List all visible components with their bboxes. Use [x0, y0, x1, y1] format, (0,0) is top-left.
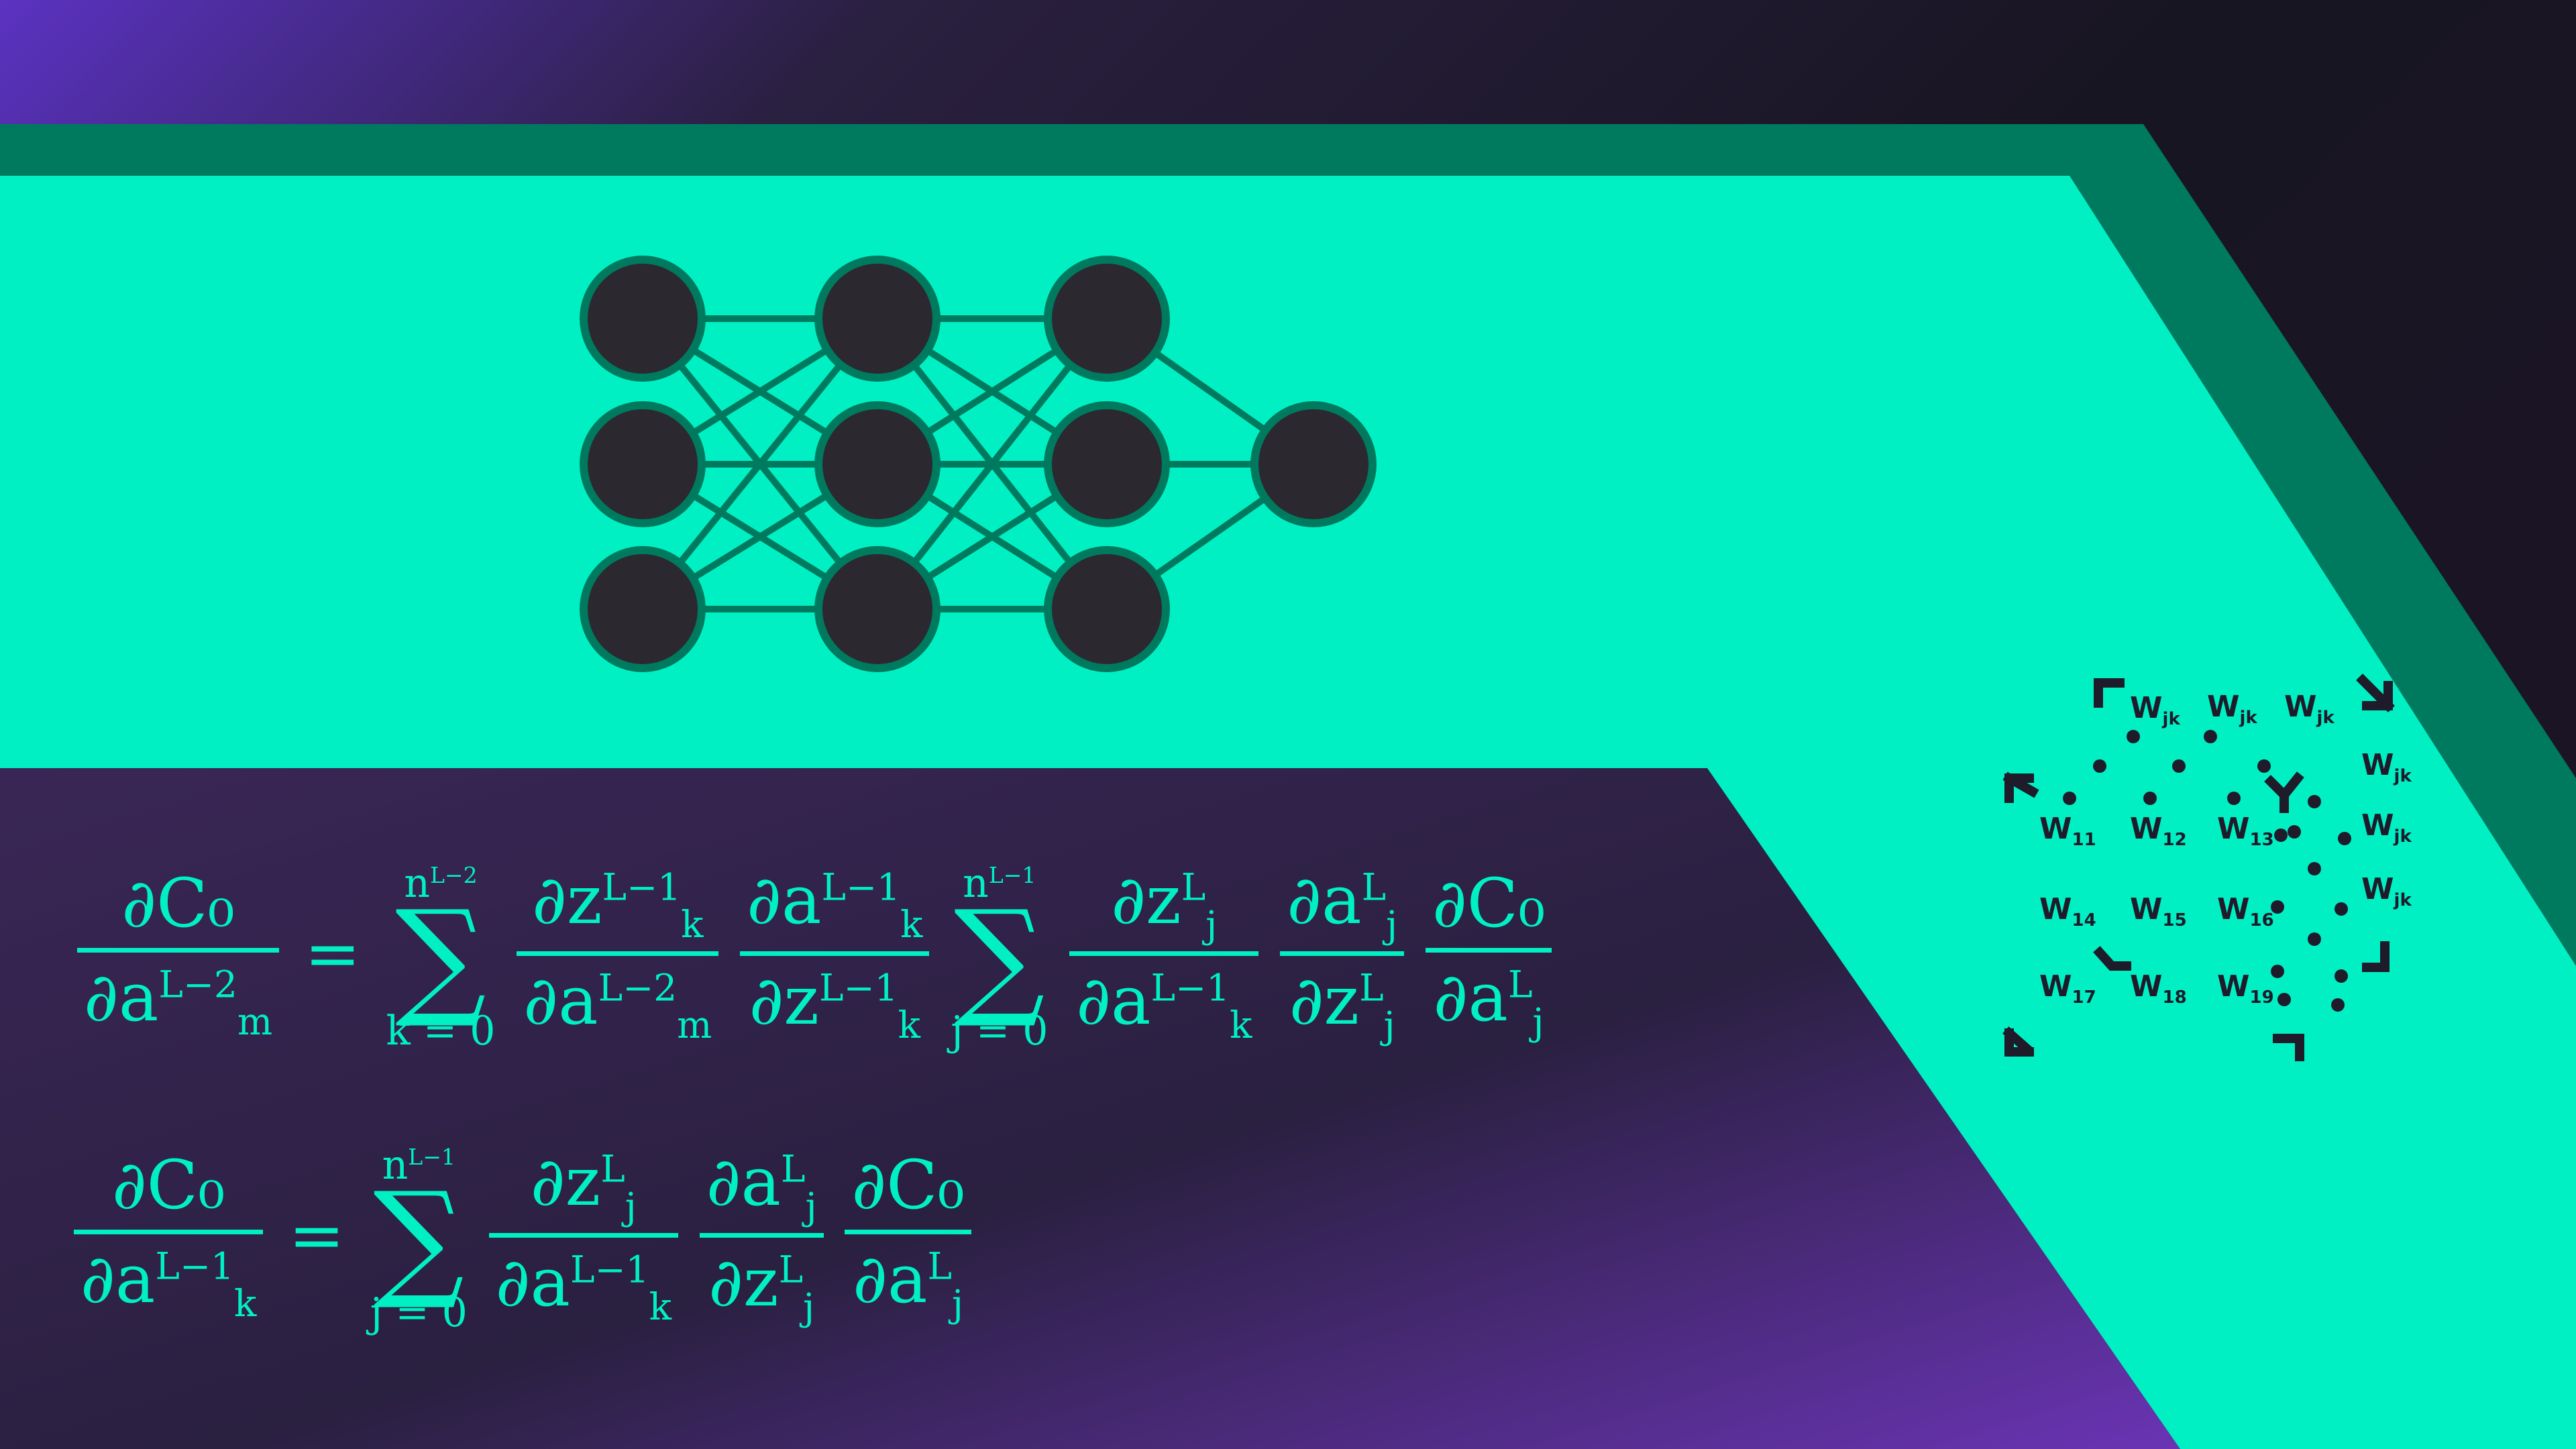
weight-dot	[2227, 792, 2241, 805]
network-node	[1250, 401, 1377, 527]
eq1-summation-k: nL−2 ∑ k = 0	[386, 852, 495, 1055]
weight-dot	[2143, 792, 2157, 805]
weight-label: W15	[2130, 892, 2187, 930]
eq2-term-2: ∂aLj ∂zLj	[699, 1142, 824, 1328]
eq2-term-1: ∂zLj ∂aL−1k	[488, 1142, 678, 1328]
weight-dot	[2271, 900, 2284, 914]
sum-upper-limit: nL−1	[382, 1142, 455, 1189]
sigma-symbol: ∑	[395, 883, 486, 1031]
eq1-term-1: ∂zL−1k ∂aL−2m	[517, 861, 719, 1046]
weight-dot	[2271, 965, 2284, 978]
fraction-bar	[1069, 951, 1259, 956]
weight-label: Wjk	[2361, 808, 2412, 847]
corner-arrows	[2002, 674, 2395, 1061]
weight-label: W11	[2039, 812, 2096, 850]
eq1-term-3: ∂zLj ∂aL−1k	[1069, 861, 1259, 1046]
fraction-bar	[1280, 951, 1405, 956]
fraction-bar	[488, 1232, 678, 1238]
sum-lower-limit: k = 0	[386, 1008, 496, 1055]
eq1-summation-j: nL−1 ∑ j = 0	[951, 852, 1048, 1055]
weight-dot	[2257, 759, 2271, 773]
weight-dot	[2204, 730, 2217, 743]
weight-label: Wjk	[2361, 748, 2412, 786]
eq1-lhs-numerator: ∂C₀	[121, 863, 235, 943]
weight-dot	[2274, 828, 2288, 842]
network-node	[1044, 546, 1170, 672]
weight-label: Wjk	[2130, 691, 2180, 729]
fraction-bar	[77, 947, 280, 953]
sigma-symbol: ∑	[373, 1165, 465, 1313]
chain-rule-equation-2: ∂C₀ ∂aL−1k = nL−1 ∑ j = 0 ∂zLj ∂aL−1k ∂a…	[74, 1134, 971, 1336]
arrow-icon	[2002, 771, 2039, 798]
fraction-bar	[1425, 947, 1552, 953]
weight-label: Wjk	[2207, 690, 2257, 728]
weight-label: W13	[2217, 812, 2274, 850]
weight-label: W14	[2039, 892, 2096, 930]
weight-dot	[2308, 862, 2321, 875]
eq1-lhs: ∂C₀ ∂aL−2m	[77, 863, 280, 1043]
weight-label: Wjk	[2361, 872, 2412, 910]
eq2-lhs: ∂C₀ ∂aL−1k	[74, 1146, 264, 1325]
weight-dot	[2308, 932, 2321, 946]
arrow-icon	[2362, 941, 2390, 972]
network-node	[580, 546, 706, 672]
weight-label: W16	[2217, 892, 2274, 930]
weight-dot	[2338, 832, 2351, 845]
weight-dot	[2277, 993, 2291, 1006]
sum-upper-limit: nL−2	[404, 860, 478, 907]
weight-label: W19	[2217, 969, 2274, 1008]
weight-label: Wjk	[2284, 690, 2334, 728]
fraction-bar	[845, 1229, 971, 1234]
weight-label: W18	[2130, 969, 2187, 1008]
sigma-symbol: ∑	[953, 883, 1045, 1031]
fraction-bar	[517, 951, 719, 956]
eq1-term-4: ∂aLj ∂zLj	[1280, 861, 1405, 1046]
network-node	[814, 546, 941, 672]
weight-dot	[2308, 795, 2321, 808]
network-nodes	[580, 256, 1377, 672]
arrow-icon	[2356, 674, 2395, 712]
equals-sign: =	[288, 1195, 345, 1275]
arrow-icon	[2273, 1034, 2304, 1061]
sum-upper-limit: nL−1	[963, 860, 1036, 907]
weight-dot	[2093, 759, 2106, 773]
fraction-bar	[74, 1229, 264, 1234]
weight-label: W17	[2039, 969, 2096, 1008]
fraction-bar	[740, 951, 930, 956]
eq1-term-5: ∂C₀ ∂aLj	[1425, 864, 1552, 1043]
network-node	[580, 256, 706, 382]
fraction-bar	[699, 1232, 824, 1238]
weight-dot	[2288, 825, 2301, 839]
arrow-icon	[2004, 1028, 2034, 1057]
eq1-term-2: ∂aL−1k ∂zL−1k	[740, 861, 930, 1046]
eq2-summation-j: nL−1 ∑ j = 0	[370, 1134, 468, 1336]
sum-lower-limit: j = 0	[951, 1008, 1049, 1055]
weight-dot	[2334, 969, 2348, 983]
network-node	[814, 401, 941, 527]
weight-dot	[2127, 730, 2140, 743]
equals-sign: =	[304, 914, 361, 993]
weight-dot	[2172, 759, 2186, 773]
weight-dot	[2063, 792, 2076, 805]
eq2-term-3: ∂C₀ ∂aLj	[845, 1146, 971, 1325]
weight-label: W12	[2130, 812, 2187, 850]
chain-rule-equation-1: ∂C₀ ∂aL−2m = nL−2 ∑ k = 0 ∂zL−1k ∂aL−2m …	[77, 852, 1552, 1055]
sum-lower-limit: j = 0	[370, 1289, 468, 1336]
network-node	[1044, 401, 1170, 527]
network-node	[580, 401, 706, 527]
arrow-icon	[2093, 946, 2131, 971]
bottom-panel	[0, 768, 2180, 1449]
weight-dot	[2331, 998, 2345, 1012]
weight-dots	[2063, 730, 2351, 1012]
network-node	[814, 256, 941, 382]
arrow-icon	[2002, 1026, 2033, 1055]
arrow-icon	[2094, 678, 2125, 708]
weight-dot	[2334, 902, 2348, 916]
network-node	[1044, 256, 1170, 382]
eq1-lhs-denominator: ∂aL−2m	[84, 957, 273, 1043]
